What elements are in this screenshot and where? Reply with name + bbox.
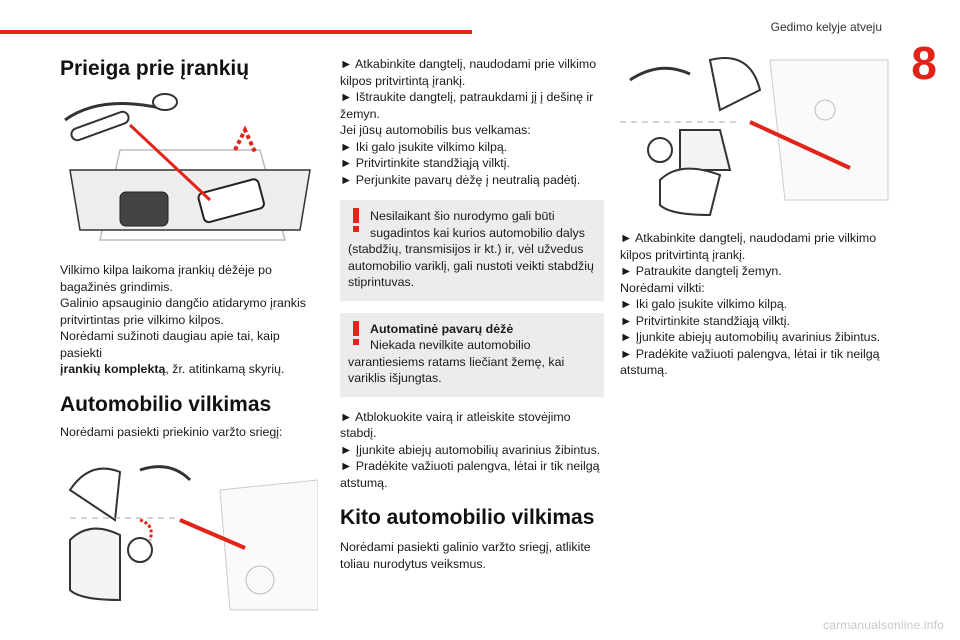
step-line: ► Pritvirtinkite standžiąją vilktį. bbox=[340, 156, 510, 170]
tool-kit-bold-text: įrankių komplektą bbox=[60, 362, 166, 376]
tool-access-paragraph: Vilkimo kilpa laikoma įrankių dėžėje po … bbox=[60, 262, 318, 378]
step-line: atstumą. bbox=[340, 475, 388, 490]
section-title: Gedimo kelyje atveju bbox=[770, 20, 882, 34]
step-line: kilpos pritvirtintą įrankį. bbox=[620, 247, 746, 262]
column-1: Prieiga prie įrankių Vilkimo kilpa laiko… bbox=[60, 56, 318, 622]
rear-tow-illustration bbox=[620, 57, 889, 217]
step-line: ► Įjunkite abiejų automobilių avarinius … bbox=[620, 330, 881, 344]
rear-steps-list: ► Atkabinkite dangtelį, naudodami prie v… bbox=[620, 230, 890, 379]
heading-towing: Automobilio vilkimas bbox=[60, 392, 272, 416]
column-2: ► Atkabinkite dangtelį, naudodami prie v… bbox=[340, 56, 604, 572]
text-line: Norėdami pasiekti galinio varžto sriegį,… bbox=[340, 540, 591, 554]
text-line: Galinio apsauginio dangčio atidarymo įra… bbox=[60, 296, 306, 310]
text-line-end: , žr. atitinkamą skyrių. bbox=[165, 362, 285, 376]
note-line: (stabdžių, transmisijos ir kt.) ir, vėl … bbox=[348, 242, 584, 256]
rear-intro: Norėdami pasiekti galinio varžto sriegį,… bbox=[340, 539, 604, 572]
note-line: variklis išjungtas. bbox=[348, 371, 442, 385]
note-line: Niekada nevilkite automobilio bbox=[370, 338, 531, 352]
step-line: ► Iki galo įsukite vilkimo kilpą. bbox=[340, 139, 508, 154]
step-line: žemyn. bbox=[340, 106, 380, 121]
step-line: ► Pradėkite važiuoti palengva, lėtai ir … bbox=[620, 346, 880, 361]
note-line: automobilio variklį, gali nustoti veikti… bbox=[348, 258, 594, 273]
warning-exclamation-icon bbox=[353, 208, 359, 232]
text-line: Vilkimo kilpa laikoma įrankių dėžėje po bbox=[60, 263, 272, 277]
heading-towing-other: Kito automobilio vilkimas bbox=[340, 506, 595, 529]
warning-note-brakes: Nesilaikant šio nurodymo gali būti sugad… bbox=[340, 200, 604, 301]
text-line: Norėdami sužinoti daugiau apie tai, kaip… bbox=[60, 329, 280, 360]
step-line: ► Įjunkite abiejų automobilių avarinius … bbox=[340, 442, 601, 457]
text-line: toliau nurodytus veiksmus. bbox=[340, 556, 487, 571]
step-line: ► Atblokuokite vairą ir atleiskite stovė… bbox=[340, 409, 571, 424]
column-3: ► Atkabinkite dangtelį, naudodami prie v… bbox=[620, 56, 890, 379]
towing-intro: Norėdami pasiekti priekinio varžto srieg… bbox=[60, 424, 283, 439]
note-line: sugadintos kai kurios automobilio dalys bbox=[370, 225, 585, 240]
step-line: ► Pradėkite važiuoti palengva, lėtai ir … bbox=[340, 459, 600, 473]
step-line: ► Atkabinkite dangtelį, naudodami prie v… bbox=[340, 57, 597, 71]
step-line: ► Ištraukite dangtelį, patraukdami jį į … bbox=[340, 90, 594, 104]
towing-steps-list: ► Atblokuokite vairą ir atleiskite stovė… bbox=[340, 409, 604, 492]
step-line: atstumą. bbox=[620, 363, 668, 377]
text-line: bagažinės grindimis. bbox=[60, 279, 173, 294]
step-line: stabdį. bbox=[340, 426, 377, 440]
step-line: Jei jūsų automobilis bus velkamas: bbox=[340, 123, 531, 137]
text-line: pritvirtintas prie vilkimo kilpos. bbox=[60, 312, 224, 327]
front-steps-list: ► Atkabinkite dangtelį, naudodami prie v… bbox=[340, 56, 604, 188]
step-line: kilpos pritvirtintą įrankį. bbox=[340, 73, 466, 88]
step-line: ► Iki galo įsukite vilkimo kilpą. bbox=[620, 297, 788, 311]
warning-exclamation-icon bbox=[353, 320, 359, 345]
header-accent-bar bbox=[0, 30, 472, 34]
toolbox-illustration bbox=[60, 90, 318, 250]
step-line: ► Pritvirtinkite standžiąją vilktį. bbox=[620, 313, 790, 328]
note-line: stiprintuvas. bbox=[348, 275, 415, 289]
front-tow-illustration bbox=[68, 465, 318, 611]
note-title: Automatinė pavarų dėžė bbox=[370, 321, 514, 336]
note-line: Nesilaikant šio nurodymo gali būti bbox=[370, 209, 555, 223]
note-line: varantiesiems ratams liečiant žemę, kai bbox=[348, 354, 565, 369]
watermark: carmanualsonline.info bbox=[823, 618, 944, 632]
heading-tool-access: Prieiga prie įrankių bbox=[60, 57, 250, 80]
step-line: ► Perjunkite pavarų dėžę į neutralią pad… bbox=[340, 172, 581, 187]
step-line: Norėdami vilkti: bbox=[620, 280, 705, 295]
chapter-number: 8 bbox=[911, 37, 937, 89]
warning-note-auto-gearbox: Automatinė pavarų dėžė Niekada nevilkite… bbox=[340, 312, 604, 397]
step-line: ► Patraukite dangtelį žemyn. bbox=[620, 264, 782, 278]
step-line: ► Atkabinkite dangtelį, naudodami prie v… bbox=[620, 231, 877, 245]
